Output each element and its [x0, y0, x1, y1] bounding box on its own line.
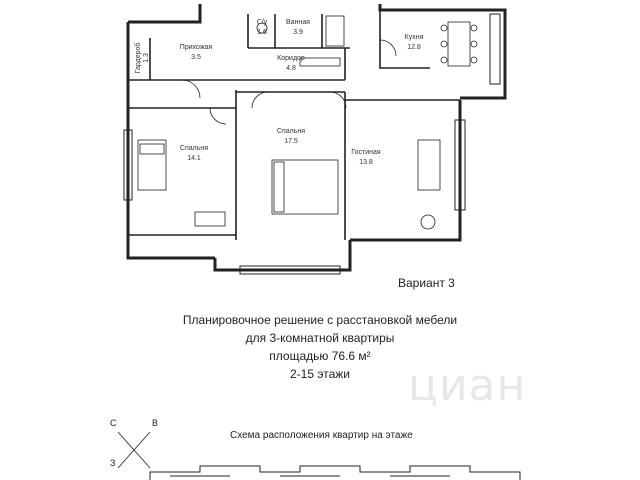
room-bedroom2-area: 17.5 — [284, 138, 298, 145]
sofa — [417, 139, 441, 191]
wardrobe — [299, 57, 341, 67]
variant-label: Вариант 3 — [398, 276, 455, 290]
interior-walls — [128, 10, 460, 240]
room-labels: Гардероб 1.3 Прихожая 3.5 С/у 1.6 Ванная… — [134, 19, 424, 166]
room-wc-area: 1.6 — [257, 29, 267, 36]
furniture — [137, 15, 478, 230]
doors — [181, 39, 397, 125]
room-bath-name: Ванная — [286, 19, 310, 26]
room-vestibule-area: 1.3 — [143, 53, 150, 63]
room-bedroom1-name: Спальня — [180, 145, 208, 152]
caption-line-3: площадью 76.6 м² — [269, 349, 371, 363]
room-corridor-area: 4.8 — [286, 65, 296, 72]
room-kitchen-name: Кухня — [405, 34, 424, 41]
toilet — [256, 22, 268, 34]
bed-bedroom2 — [271, 159, 339, 215]
room-vestibule-name: Гардероб — [134, 43, 142, 74]
room-bath-area: 3.9 — [293, 29, 303, 36]
compass-icon — [117, 431, 151, 469]
bathtub — [325, 15, 345, 47]
compass-east: В — [152, 418, 159, 428]
watermark: циан — [408, 360, 527, 411]
floor-scheme — [149, 465, 521, 480]
room-hall-area: 3.5 — [191, 54, 201, 61]
room-bedroom1-area: 14.1 — [187, 155, 201, 162]
room-kitchen-area: 12.8 — [407, 44, 421, 51]
desk — [194, 211, 226, 227]
caption-line-1: Планировочное решение с расстановкой меб… — [182, 313, 458, 327]
windows — [123, 13, 501, 275]
room-hall-name: Прихожая — [180, 44, 213, 51]
compass-north: С — [110, 418, 117, 428]
caption-line-4: 2-15 этажи — [290, 367, 350, 381]
scheme-label: Схема расположения квартир на этаже — [230, 430, 413, 441]
compass-west: З — [110, 458, 116, 468]
plant-icon — [420, 214, 436, 230]
room-wc-name: С/у — [257, 19, 268, 26]
bed-bedroom1 — [137, 139, 167, 191]
room-living-name: Гостиная — [351, 149, 381, 156]
caption-line-2: для 3-комнатной квартиры — [245, 331, 395, 345]
room-living-area: 13.8 — [359, 159, 373, 166]
room-bedroom2-name: Спальня — [277, 128, 305, 135]
room-corridor-name: Коридор — [277, 55, 305, 62]
exterior-walls — [126, 4, 507, 272]
dining-table — [447, 21, 471, 67]
